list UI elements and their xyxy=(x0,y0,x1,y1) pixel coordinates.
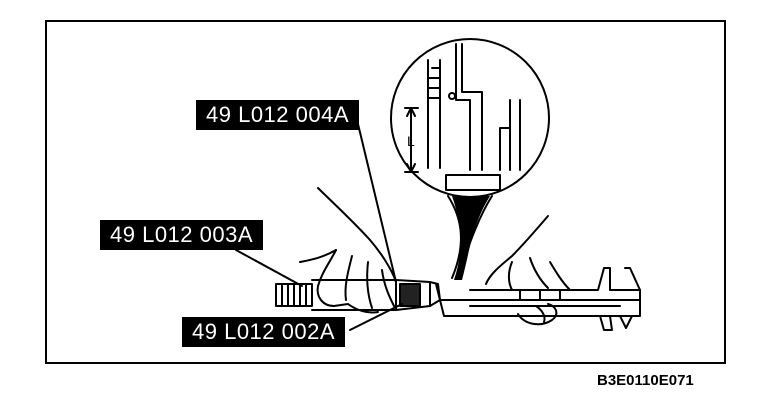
figure-code: B3E0110E071 xyxy=(597,372,694,389)
callout-label-002a: 49 L012 002A xyxy=(182,317,346,347)
caliper-icon xyxy=(435,267,641,331)
hand-icon xyxy=(299,187,397,314)
callout-label-003a: 49 L012 003A xyxy=(100,220,264,250)
hand-icon xyxy=(485,215,571,326)
callout-label-004a: 49 L012 004A xyxy=(196,100,360,130)
